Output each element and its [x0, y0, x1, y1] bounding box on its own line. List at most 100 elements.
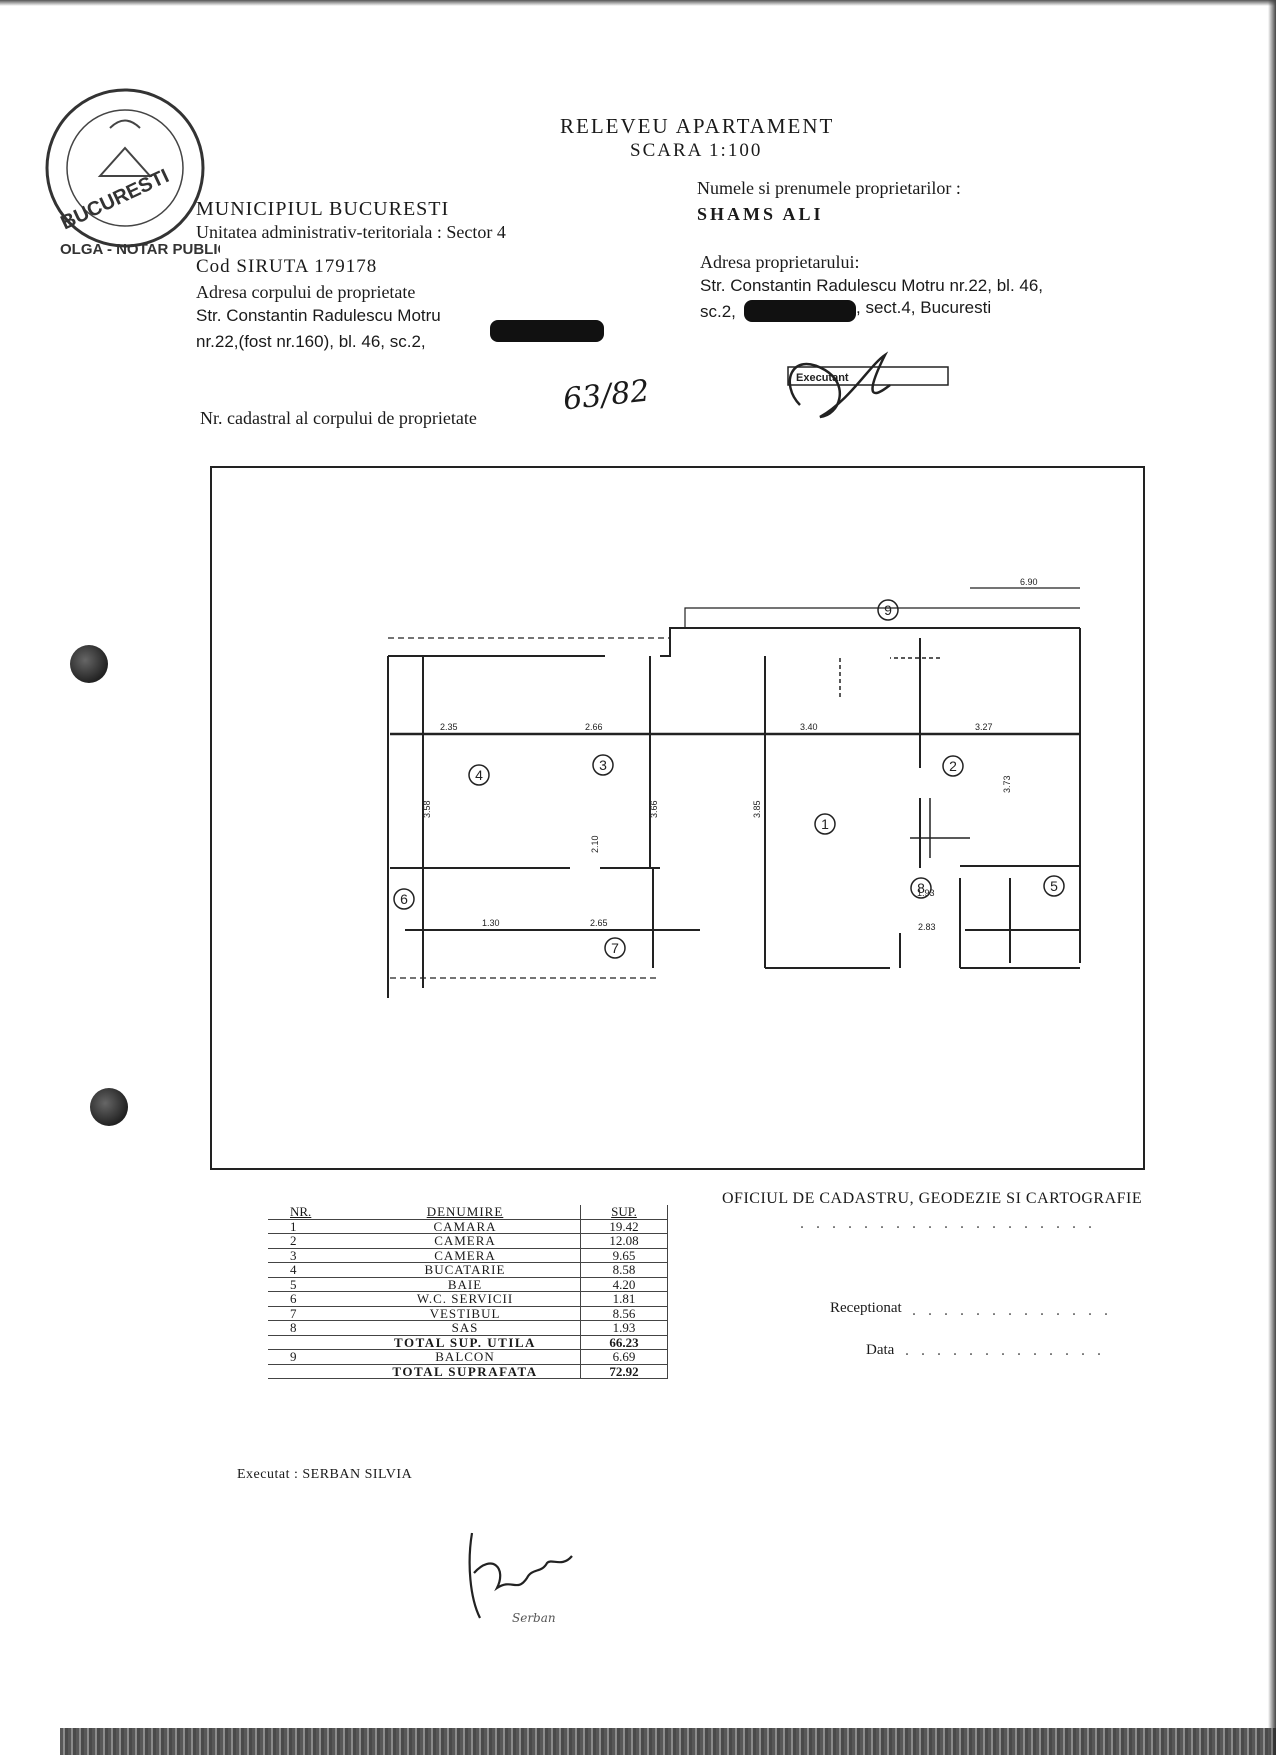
owners-label: Numele si prenumele proprietarilor : [697, 178, 961, 198]
cell-nr: 9 [268, 1349, 350, 1365]
address-label: Adresa corpului de proprietate [196, 282, 416, 302]
cell-nr: 5 [268, 1277, 350, 1292]
col-header-nr: NR. [268, 1205, 350, 1220]
room-number-2: 2 [949, 758, 957, 774]
cell-name: BAIE [350, 1277, 581, 1292]
room-marker-3: 3 [592, 754, 614, 776]
col-header-sup: SUP. [580, 1205, 668, 1220]
stamp-text-bottom: OLGA - NOTAR PUBLIC [60, 241, 220, 258]
floor-plan-frame [210, 466, 1145, 1170]
cell-name: CAMERA [350, 1248, 581, 1263]
dim-text-8: 3.73 [1002, 775, 1012, 793]
room-number-8: 8 [917, 880, 925, 896]
dim-text-6: 3.66 [649, 800, 659, 818]
owner-address-line2-start: sc.2, [700, 302, 736, 321]
cell-nr: 3 [268, 1248, 350, 1263]
admin-unit: Unitatea administrativ-teritoriala : Sec… [196, 222, 506, 242]
room-marker-9: 9 [877, 599, 899, 621]
signature-top: Executant [787, 351, 949, 419]
office-name: OFICIUL DE CADASTRU, GEODEZIE SI CARTOGR… [722, 1190, 1143, 1207]
signature-bottom: Serban [468, 1532, 573, 1625]
cell-sup: 6.69 [580, 1349, 668, 1365]
cell-sup: 66.23 [580, 1335, 668, 1350]
room-number-1: 1 [821, 816, 829, 832]
cell-name: VESTIBUL [350, 1306, 581, 1321]
cell-sup: 19.42 [580, 1219, 668, 1234]
signature-bottom-label: Serban [512, 1611, 556, 1625]
room-marker-6: 6 [393, 888, 415, 910]
executed-by: Executat : SERBAN SILVIA [237, 1467, 413, 1482]
punch-hole-bottom [90, 1088, 128, 1126]
cell-sup: 1.93 [580, 1320, 668, 1336]
owner-address-line1: Str. Constantin Radulescu Motru nr.22, b… [700, 276, 1044, 295]
cell-name: TOTAL SUPRAFATA [350, 1364, 581, 1379]
col-header-name: DENUMIRE [350, 1205, 581, 1220]
room-marker-7: 7 [604, 937, 626, 959]
cell-nr: 6 [268, 1291, 350, 1307]
cell-nr: 8 [268, 1320, 350, 1336]
cell-nr [268, 1335, 350, 1350]
dim-text-5: 3.58 [422, 800, 432, 818]
cell-sup: 72.92 [580, 1364, 668, 1379]
dim-text-10: 2.65 [590, 918, 608, 928]
cell-nr: 4 [268, 1262, 350, 1278]
cell-sup: 9.65 [580, 1248, 668, 1263]
scan-edge-bottom [60, 1728, 1276, 1755]
room-marker-2: 2 [942, 755, 964, 777]
received-dots: . . . . . . . . . . . . . [912, 1302, 1112, 1319]
room-number-5: 5 [1050, 878, 1058, 894]
office-dots: . . . . . . . . . . . . . . . . . . . [800, 1215, 1096, 1232]
dim-text-2: 2.66 [585, 722, 603, 732]
dim-text-9: 1.30 [482, 918, 500, 928]
cell-sup: 12.08 [580, 1233, 668, 1249]
room-marker-1: 1 [814, 813, 836, 835]
dim-text-12: 2.83 [918, 922, 936, 932]
dim-text-7: 3.85 [752, 800, 762, 818]
siruta-code: Cod SIRUTA 179178 [196, 256, 378, 277]
cell-nr [268, 1364, 350, 1379]
cell-sup: 4.20 [580, 1277, 668, 1292]
redaction-right [744, 300, 856, 322]
cell-name: BALCON [350, 1349, 581, 1365]
room-number-6: 6 [400, 891, 408, 907]
notary-stamp: BUCURESTI OLGA - NOTAR PUBLIC [45, 88, 220, 258]
punch-hole-top [70, 645, 108, 683]
dim-text-14: 1.93 [917, 888, 935, 898]
cell-name: TOTAL SUP. UTILA [350, 1335, 581, 1350]
room-number-7: 7 [611, 940, 619, 956]
cell-nr: 2 [268, 1233, 350, 1249]
owner-address-label: Adresa proprietarului: [700, 252, 860, 272]
cadastral-label: Nr. cadastral al corpului de proprietate [200, 408, 477, 428]
scan-edge-right [1268, 0, 1276, 1755]
cell-name: W.C. SERVICII [350, 1291, 581, 1307]
date-label: Data [866, 1342, 895, 1358]
room-marker-4: 4 [468, 764, 490, 786]
dim-text-3: 3.40 [800, 722, 818, 732]
page-title: RELEVEU APARTAMENT [560, 114, 835, 138]
cell-sup: 8.58 [580, 1262, 668, 1278]
dim-text-4: 3.27 [975, 722, 993, 732]
dim-text-1: 2.35 [440, 722, 458, 732]
cell-sup: 8.56 [580, 1306, 668, 1321]
dim-text-11: 6.90 [1020, 577, 1038, 587]
cell-nr: 7 [268, 1306, 350, 1321]
room-number-3: 3 [599, 757, 607, 773]
cadastral-number: 63/82 [561, 373, 652, 418]
received-label: Receptionat [830, 1300, 902, 1316]
room-number-9: 9 [884, 602, 892, 618]
signature-top-label: Executant [796, 372, 849, 384]
room-marker-5: 5 [1043, 875, 1065, 897]
cell-sup: 1.81 [580, 1291, 668, 1307]
cell-name: CAMERA [350, 1233, 581, 1249]
address-line1: Str. Constantin Radulescu Motru [196, 306, 441, 325]
municipality: MUNICIPIUL BUCURESTI [196, 198, 450, 220]
